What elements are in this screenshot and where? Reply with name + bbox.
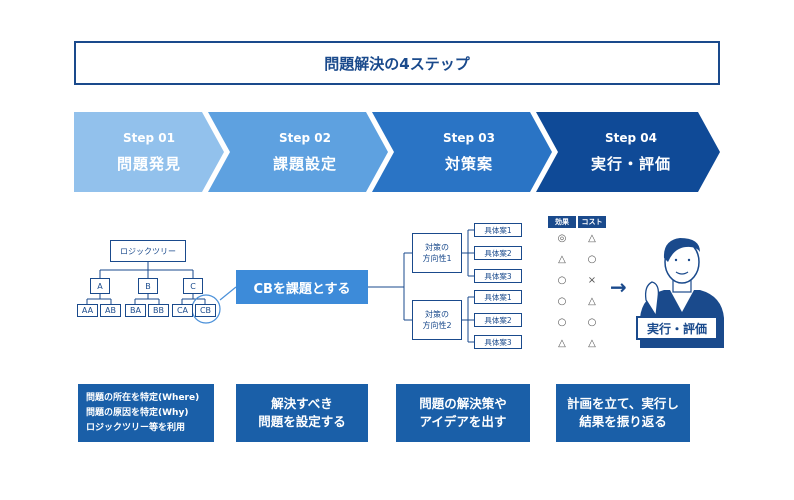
tree-node-a: A [90,278,110,294]
effect-mark-2: △ [558,254,566,265]
tree-leaf-ba: BA [125,304,146,317]
policy-connectors [368,229,474,343]
cost-mark-5: ○ [587,317,597,328]
step-4-name: 実行・評価 [590,154,671,173]
tree-leaf-aa: AA [77,304,98,317]
policy-1: 対策の 方向性1 [412,233,462,273]
policy-2-line1: 対策の [425,310,449,319]
policy-2-line2: 方向性2 [422,321,452,330]
cb-connector [219,286,237,301]
cost-mark-1: △ [588,233,596,244]
desc-1-line-1: 問題の所在を特定(Where) [86,393,200,403]
plan-2-3: 具体案3 [474,335,522,349]
plan-1-2: 具体案2 [474,246,522,260]
arrow-right-icon: → [610,275,627,299]
step-1-name: 問題発見 [116,154,181,173]
step-3-num: Step 03 [443,130,495,145]
plan-2-1: 具体案1 [474,290,522,304]
tree-leaf-bb: BB [148,304,169,317]
desc-2-line-2: 問題を設定する [258,414,346,429]
desc-4-line-2: 結果を振り返る [579,414,667,429]
step-2: Step 02 課題設定 [230,112,380,192]
desc-1-line-3: ロジックツリー等を利用 [86,423,186,433]
step-3-name: 対策案 [444,154,493,173]
eval-header-cost: コスト [578,216,606,228]
plan-1-1: 具体案1 [474,223,522,237]
cost-mark-4: △ [588,296,596,307]
tree-leaf-ca: CA [172,304,193,317]
cost-mark-6: △ [588,338,596,349]
effect-mark-4: ○ [557,296,567,307]
page-title: 問題解決の4ステップ [74,41,720,85]
step-1: Step 01 問題発見 [74,112,224,192]
tree-node-b: B [138,278,158,294]
cost-mark-3: × [587,275,597,286]
cb-issue-label: CBを課題とする [236,270,368,304]
step-2-name: 課題設定 [272,154,337,173]
step-1-num: Step 01 [123,130,175,145]
step-4-chevron [536,112,720,192]
plan-1-3: 具体案3 [474,269,522,283]
eval-header-effect: 効果 [548,216,576,228]
step-2-num: Step 02 [279,130,331,145]
tree-leaf-cb: CB [195,304,216,317]
desc-step-1: 問題の所在を特定(Where) 問題の原因を特定(Why) ロジックツリー等を利… [78,384,214,442]
tree-connectors [86,262,206,304]
cost-mark-2: ○ [587,254,597,265]
policy-1-line2: 方向性1 [422,254,452,263]
step-4-num: Step 04 [605,130,657,145]
effect-mark-1: ◎ [557,233,567,244]
effect-mark-5: ○ [557,317,567,328]
step-4: Step 04 実行・評価 [556,112,706,192]
policy-2: 対策の 方向性2 [412,300,462,340]
desc-1-line-2: 問題の原因を特定(Why) [86,408,189,418]
step-3: Step 03 対策案 [394,112,544,192]
desc-2-line-1: 解決すべき [271,396,333,411]
desc-4-line-1: 計画を立て、実行し [567,396,679,411]
desc-3-line-1: 問題の解決策や [419,396,507,411]
tree-node-c: C [183,278,203,294]
effect-mark-6: △ [558,338,566,349]
step-3-chevron [372,112,552,192]
tree-root: ロジックツリー [110,240,186,262]
step-2-chevron [208,112,388,192]
exec-badge: 実行・評価 [636,316,718,340]
desc-step-4: 計画を立て、実行し 結果を振り返る [556,384,690,442]
plan-2-2: 具体案2 [474,313,522,327]
effect-mark-3: ○ [557,275,567,286]
desc-step-2: 解決すべき 問題を設定する [236,384,368,442]
step-1-chevron [74,112,224,192]
tree-leaf-ab: AB [100,304,121,317]
desc-3-line-2: アイデアを出す [419,414,507,429]
desc-step-3: 問題の解決策や アイデアを出す [396,384,530,442]
policy-1-line1: 対策の [425,243,449,252]
